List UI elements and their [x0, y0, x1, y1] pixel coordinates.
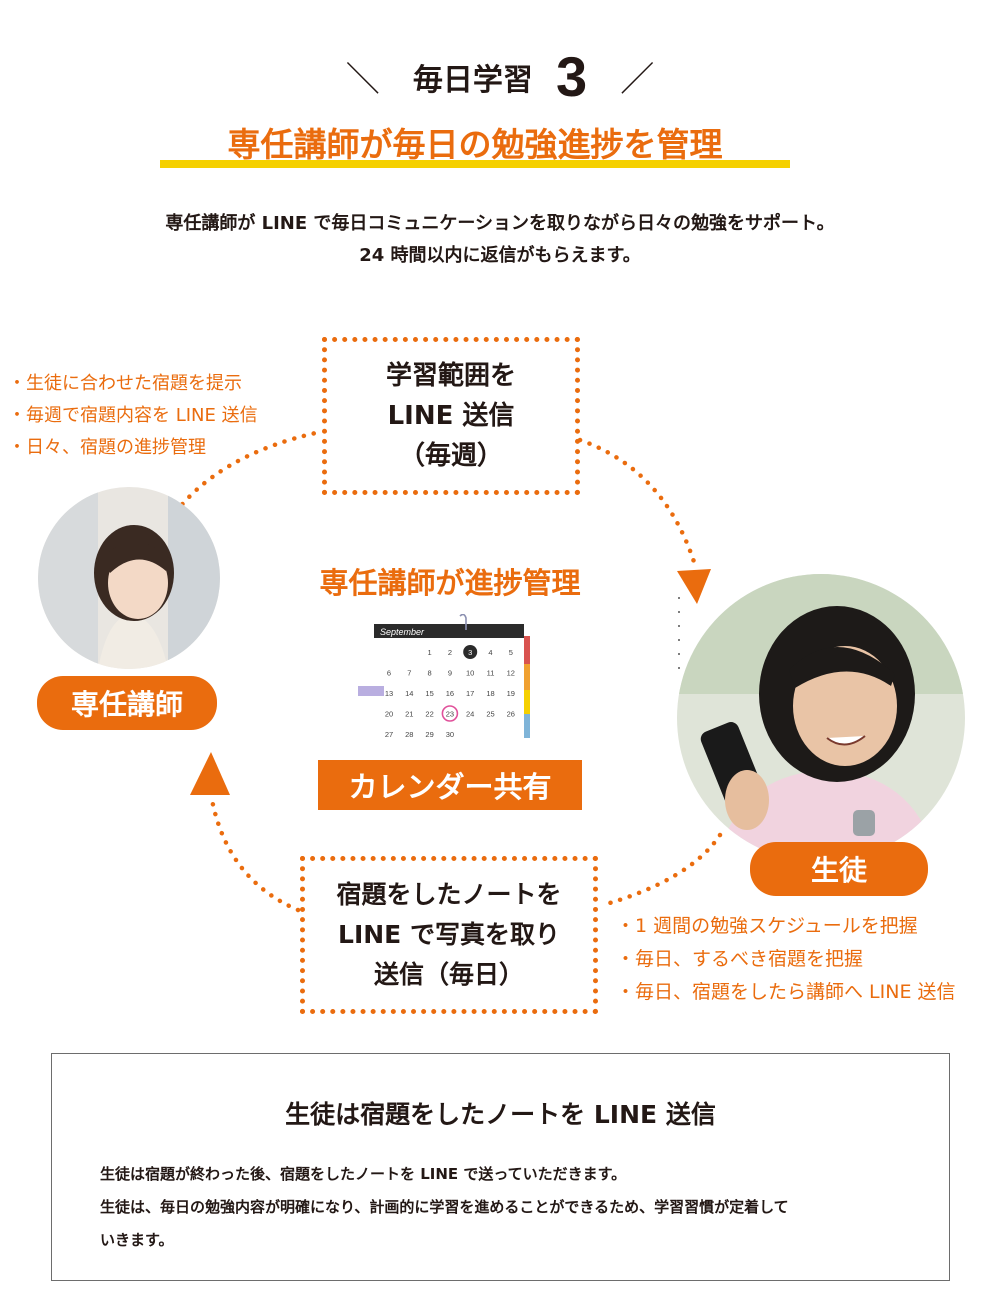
- teacher-points: ・生徒に合わせた宿題を提示 ・毎週で宿題内容を LINE 送信 ・日々、宿題の進…: [8, 368, 258, 464]
- calendar-day: 9: [448, 669, 452, 678]
- intro-text: 専任講師が LINE で毎日コミュニケーションを取りながら日々の勉強をサポート。…: [0, 208, 1000, 272]
- calendar-day: 28: [405, 730, 413, 739]
- right-slash: ／: [620, 60, 655, 100]
- calendar-day: 21: [405, 710, 413, 719]
- calendar-share-band: カレンダー共有: [318, 760, 582, 810]
- daily-photo-line-2: LINE で写真を取り: [338, 920, 560, 949]
- eyebrow-number: 3: [555, 45, 588, 108]
- calendar-day: 24: [466, 710, 474, 719]
- summary-box: [51, 1053, 950, 1281]
- calendar-day: 19: [507, 689, 515, 698]
- student-label: 生徒: [750, 842, 928, 896]
- calendar-day: 12: [507, 669, 515, 678]
- calendar-day: 14: [405, 689, 413, 698]
- calendar-day: 5: [509, 648, 513, 657]
- calendar-day: 7: [407, 669, 411, 678]
- summary-line-3: いきます。: [100, 1231, 174, 1249]
- calendar-day: 30: [446, 730, 454, 739]
- calendar-day: 26: [507, 710, 515, 719]
- weekly-send-line-1: 学習範囲を: [385, 361, 516, 391]
- calendar-day: 20: [385, 710, 393, 719]
- calendar-day: 3: [468, 648, 472, 657]
- teacher-point: ・生徒に合わせた宿題を提示: [8, 373, 242, 394]
- calendar-day: 22: [425, 710, 433, 719]
- calendar-day: 13: [385, 689, 393, 698]
- teacher-label: 専任講師: [37, 676, 217, 730]
- student-point: ・毎日、するべき宿題を把握: [616, 948, 864, 970]
- summary-text: 生徒は宿題が終わった後、宿題をしたノートを LINE で送っていただきます。 生…: [100, 1158, 910, 1257]
- daily-photo-box: 宿題をしたノートを LINE で写真を取り 送信（毎日）: [300, 856, 598, 1014]
- calendar-day: 6: [387, 669, 391, 678]
- section-eyebrow: ＼ 毎日学習 3 ／: [0, 44, 1000, 114]
- weekly-send-line-3: （毎週）: [398, 441, 503, 471]
- calendar-circle-marker: [441, 705, 459, 722]
- intro-line-2: 24 時間以内に返信がもらえます。: [359, 245, 641, 266]
- calendar-day: 17: [466, 689, 474, 698]
- teacher-point: ・毎週で宿題内容を LINE 送信: [8, 405, 258, 426]
- student-point: ・毎日、宿題をしたら講師へ LINE 送信: [616, 981, 956, 1003]
- calendar-day: 25: [486, 710, 494, 719]
- summary-line-2: 生徒は、毎日の勉強内容が明確になり、計画的に学習を進めることができるため、学習習…: [100, 1198, 789, 1216]
- student-points: ・1 週間の勉強スケジュールを把握 ・毎日、するべき宿題を把握 ・毎日、宿題をし…: [616, 910, 956, 1009]
- student-photo: [677, 574, 965, 862]
- weekly-send-box: 学習範囲を LINE 送信 （毎週）: [322, 337, 580, 495]
- intro-line-1: 専任講師が LINE で毎日コミュニケーションを取りながら日々の勉強をサポート。: [165, 213, 835, 234]
- calendar-day: 29: [425, 730, 433, 739]
- calendar-day: 16: [446, 689, 454, 698]
- calendar-day: 27: [385, 730, 393, 739]
- student-point: ・1 週間の勉強スケジュールを把握: [616, 915, 918, 937]
- calendar-day: 1: [428, 648, 432, 657]
- calendar-day: 15: [425, 689, 433, 698]
- teacher-point: ・日々、宿題の進捗管理: [8, 437, 206, 458]
- daily-photo-line-3: 送信（毎日）: [373, 960, 524, 989]
- calendar-day: 10: [466, 669, 474, 678]
- headline: 専任講師が毎日の勉強進捗を管理: [227, 125, 723, 164]
- calendar-day: 18: [486, 689, 494, 698]
- arrowhead-student: [677, 569, 711, 604]
- eyebrow-word: 毎日学習: [412, 62, 533, 98]
- arrow-path-bottom-to-teacher: [209, 797, 301, 913]
- calendar-today-marker: [463, 645, 478, 659]
- calendar-day: 23: [446, 710, 454, 719]
- arrow-path-student-to-bottom: [600, 832, 723, 908]
- headline-underline: [160, 160, 790, 168]
- summary-line-1: 生徒は宿題が終わった後、宿題をしたノートを LINE で送っていただきます。: [100, 1165, 627, 1183]
- center-title: 専任講師が進捗管理: [319, 566, 581, 600]
- summary-title: 生徒は宿題をしたノートを LINE 送信: [285, 1100, 716, 1129]
- calendar-day: 8: [428, 669, 432, 678]
- arrowhead-teacher: [190, 752, 230, 795]
- calendar-day: 11: [487, 669, 495, 678]
- calendar-day: 2: [448, 648, 452, 657]
- daily-photo-line-1: 宿題をしたノートを: [336, 880, 562, 909]
- teacher-photo: [38, 487, 220, 669]
- calendar-month: September: [380, 627, 425, 637]
- calendar-day: 4: [488, 648, 492, 657]
- weekly-send-line-2: LINE 送信: [387, 401, 515, 431]
- arrow-path-top-to-student: [577, 437, 698, 568]
- left-slash: ＼: [345, 60, 380, 100]
